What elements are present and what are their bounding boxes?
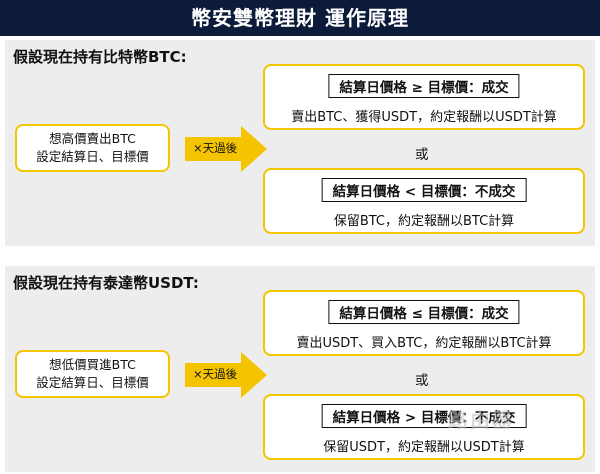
usdt-outcome-deal: 結算日價格 ≤ 目標價：成交 賣出USDT、買入BTC，約定報酬以BTC計算 bbox=[263, 290, 585, 356]
btc-premise-box: 想高價賣出BTC 設定結算日、目標價 bbox=[15, 124, 170, 172]
btc-outcome-deal-title: 結算日價格 ≥ 目標價：成交 bbox=[328, 74, 520, 98]
banner-title: 幣安雙幣理財 運作原理 bbox=[0, 0, 600, 36]
btc-outcome-nodeal-desc: 保留BTC，約定報酬以BTC計算 bbox=[333, 214, 515, 229]
usdt-case-heading: 假設現在持有泰達幣USDT: bbox=[13, 274, 199, 292]
btc-outcome-nodeal: 結算日價格 < 目標價：不成交 保留BTC，約定報酬以BTC計算 bbox=[263, 168, 585, 234]
btc-outcome-deal-desc: 賣出BTC、獲得USDT，約定報酬以USDT計算 bbox=[291, 110, 557, 125]
usdt-premise-box: 想低價買進BTC 設定結算日、目標價 bbox=[15, 350, 170, 398]
btc-or-word: 或 bbox=[415, 147, 429, 163]
watermark: 路由器 bbox=[448, 408, 514, 432]
usdt-outcome-nodeal-title: 結算日價格 > 目標價：不成交 bbox=[321, 404, 527, 428]
btc-outcome-deal: 結算日價格 ≥ 目標價：成交 賣出BTC、獲得USDT，約定報酬以USDT計算 bbox=[263, 64, 585, 130]
usdt-case-panel: 假設現在持有泰達幣USDT: 想低價買進BTC 設定結算日、目標價 ×天過後 結… bbox=[5, 266, 595, 472]
usdt-arrow: ×天過後 bbox=[185, 352, 267, 398]
usdt-outcome-deal-desc: 賣出USDT、買入BTC，約定報酬以BTC計算 bbox=[296, 336, 552, 351]
btc-case-panel: 假設現在持有比特幣BTC: 想高價賣出BTC 設定結算日、目標價 ×天過後 結算… bbox=[5, 40, 595, 246]
btc-premise-line1: 想高價賣出BTC bbox=[49, 131, 136, 146]
btc-arrow: ×天過後 bbox=[185, 126, 267, 172]
btc-arrow-label: ×天過後 bbox=[193, 141, 238, 155]
usdt-outcome-deal-title: 結算日價格 ≤ 目標價：成交 bbox=[328, 300, 520, 324]
usdt-arrow-label: ×天過後 bbox=[193, 367, 238, 381]
btc-premise-line2: 設定結算日、目標價 bbox=[36, 149, 149, 164]
arrow-right-icon bbox=[185, 352, 267, 398]
btc-case-heading: 假設現在持有比特幣BTC: bbox=[13, 48, 187, 66]
usdt-premise-line1: 想低價買進BTC bbox=[49, 357, 136, 372]
btc-outcome-nodeal-title: 結算日價格 < 目標價：不成交 bbox=[321, 178, 527, 202]
arrow-right-icon bbox=[185, 126, 267, 172]
usdt-outcome-nodeal: 結算日價格 > 目標價：不成交 保留USDT，約定報酬以USDT計算 bbox=[263, 394, 585, 460]
usdt-premise-line2: 設定結算日、目標價 bbox=[36, 375, 149, 390]
usdt-outcome-nodeal-desc: 保留USDT，約定報酬以USDT計算 bbox=[323, 440, 525, 455]
usdt-or-word: 或 bbox=[415, 373, 429, 389]
